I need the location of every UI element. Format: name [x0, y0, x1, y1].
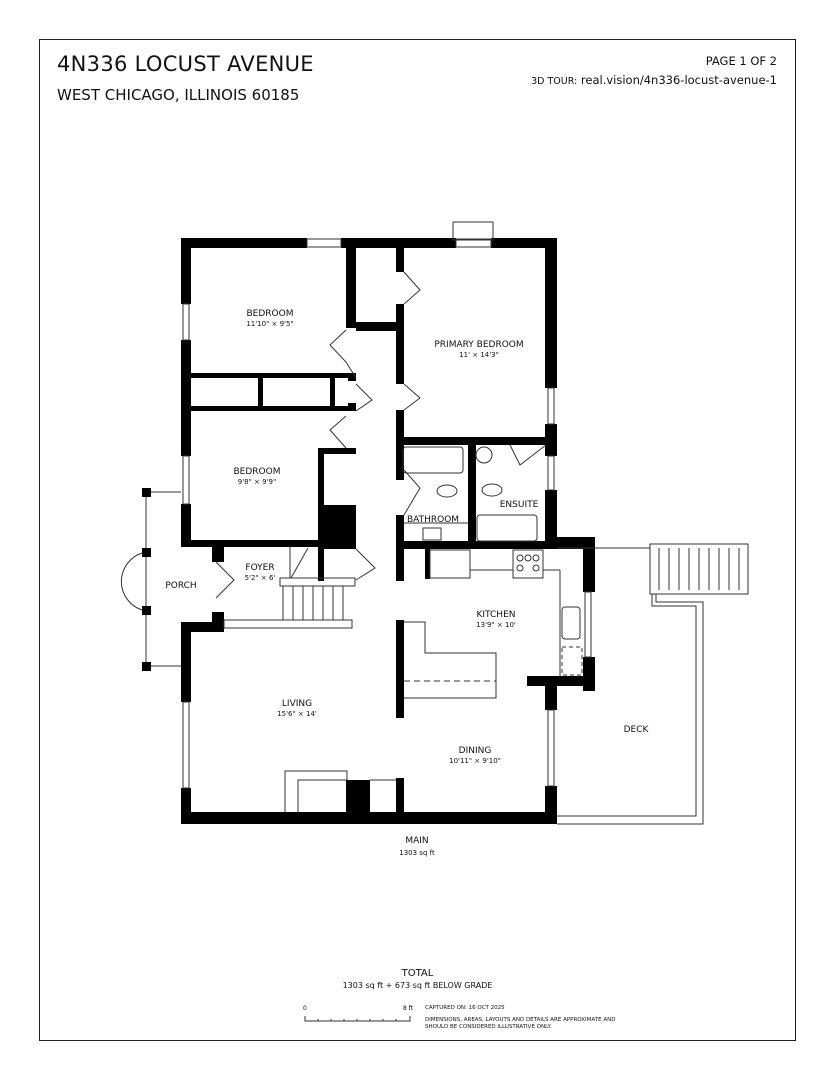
room-kitchen-label: KITCHEN	[477, 610, 516, 620]
room-porch-label: PORCH	[165, 581, 196, 591]
page-indicator: PAGE 1 OF 2	[705, 54, 777, 68]
floor-name: MAIN	[405, 836, 428, 846]
fixtures	[120, 221, 749, 825]
room-foyer-dims: 5'2" × 6'	[245, 574, 276, 582]
room-foyer-label: FOYER	[245, 563, 274, 573]
scale-start: 0	[303, 1005, 307, 1012]
property-address: 4N336 LOCUST AVENUE	[57, 52, 314, 76]
property-city: WEST CHICAGO, ILLINOIS 60185	[57, 86, 300, 104]
tour-link[interactable]: 3D TOUR: real.vision/4n336-locust-avenue…	[531, 73, 777, 87]
floor-area: 1303 sq ft	[399, 849, 435, 857]
room-bedroom-1-dims: 11'10" × 9'5"	[246, 320, 293, 328]
room-dining-dims: 10'11" × 9'10"	[449, 757, 501, 765]
room-bedroom-2-dims: 9'8" × 9'9"	[238, 478, 276, 486]
room-bedroom-1-label: BEDROOM	[247, 309, 294, 319]
room-deck-label: DECK	[624, 725, 650, 735]
scale-end: 8 ft	[403, 1005, 414, 1012]
disclaimer: DIMENSIONS, AREAS, LAYOUTS AND DETAILS A…	[425, 1017, 616, 1030]
room-kitchen-dims: 13'9" × 10'	[476, 621, 516, 629]
captured-date: CAPTURED ON: 16 OCT 2025	[425, 1005, 505, 1011]
room-living-label: LIVING	[282, 699, 312, 709]
walls	[142, 238, 595, 824]
total-value: 1303 sq ft + 673 sq ft BELOW GRADE	[342, 981, 493, 990]
room-ensuite-label: ENSUITE	[500, 500, 539, 510]
total-label: TOTAL	[401, 968, 434, 979]
room-living-dims: 15'6" × 14'	[277, 710, 317, 718]
room-bathroom-label: BATHROOM	[407, 515, 459, 525]
tour-url[interactable]: real.vision/4n336-locust-avenue-1	[580, 73, 777, 87]
tour-label: 3D TOUR:	[531, 76, 578, 87]
room-primary-label: PRIMARY BEDROOM	[434, 340, 523, 350]
room-dining-label: DINING	[459, 746, 492, 756]
room-bedroom-2-label: BEDROOM	[234, 467, 281, 477]
page-frame	[39, 39, 796, 1041]
scale-bar	[304, 1016, 411, 1022]
room-primary-dims: 11' × 14'3"	[459, 351, 499, 359]
